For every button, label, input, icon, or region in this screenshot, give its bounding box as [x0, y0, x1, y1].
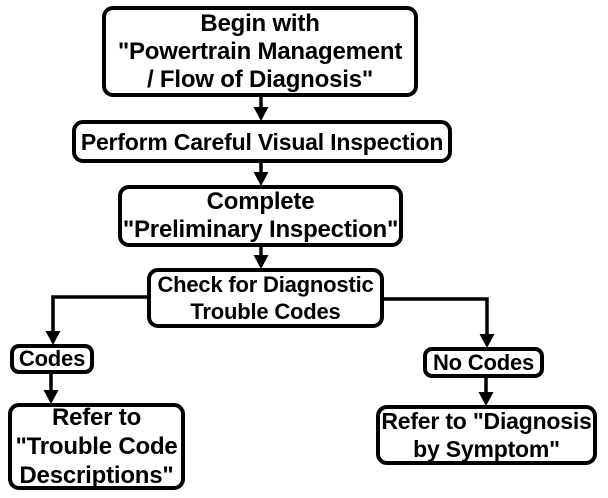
node-perform-visual-inspection: Perform Careful Visual Inspection [72, 120, 452, 163]
node-check-diagnostic-trouble-codes: Check for Diagnostic Trouble Codes [147, 268, 384, 328]
node-no-codes-branch-label: No Codes [423, 347, 544, 378]
node-complete-preliminary-inspection: Complete "Preliminary Inspection" [118, 185, 403, 247]
arrowhead-begin-to-visual [253, 107, 269, 121]
arrowhead-preliminary-to-check [253, 255, 269, 269]
arrowhead-visual-to-preliminary [253, 172, 269, 186]
arrowhead-codes-to-refer-trouble [43, 390, 59, 404]
arrowhead-check-to-no-codes [479, 334, 495, 348]
connector-check-to-codes [51, 295, 150, 332]
node-begin-powertrain-management: Begin with "Powertrain Management / Flow… [102, 6, 418, 97]
node-codes-branch-label: Codes [10, 344, 94, 374]
node-refer-trouble-code-descriptions: Refer to "Trouble Code Descriptions" [8, 403, 185, 490]
node-refer-diagnosis-by-symptom: Refer to "Diagnosis by Symptom" [376, 405, 597, 465]
connector-check-to-no-codes [381, 297, 489, 335]
arrowhead-check-to-codes [45, 331, 61, 345]
arrowhead-no-codes-to-refer-symptom [478, 392, 494, 406]
